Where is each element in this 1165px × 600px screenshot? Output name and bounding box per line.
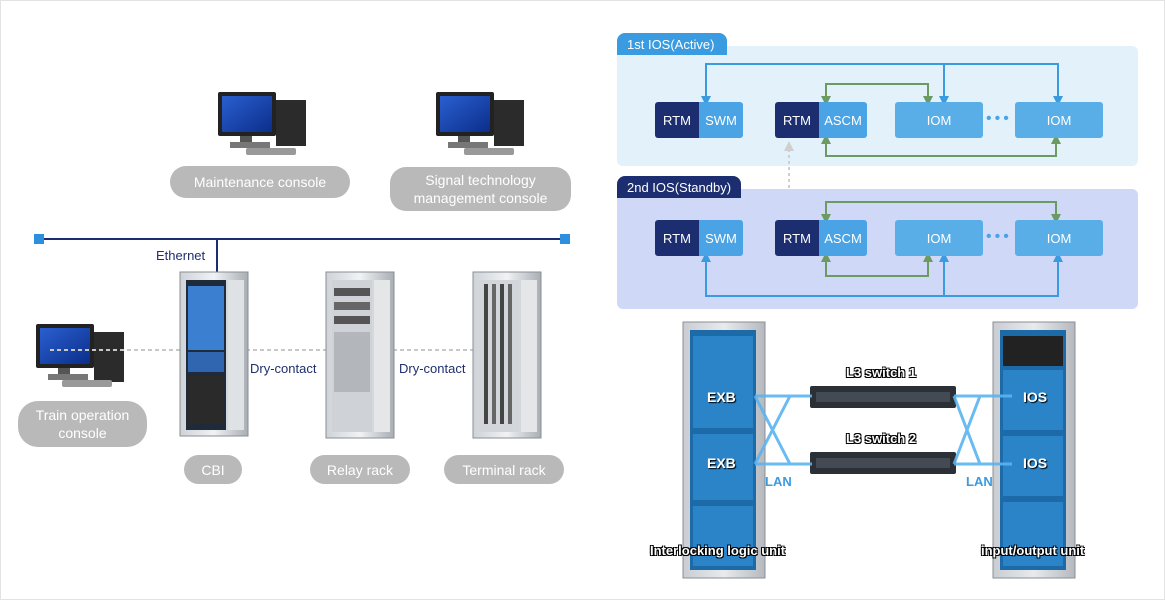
- ios-active-tab: 1st IOS(Active): [617, 33, 727, 55]
- active-rtm-ascm-module: RTM ASCM: [775, 102, 867, 138]
- ios-standby-tab: 2nd IOS(Standby): [617, 176, 741, 198]
- standby-iom-1: IOM: [895, 220, 983, 256]
- l3-switch-1-label: L3 switch 1: [846, 365, 917, 380]
- active-arrows: [701, 63, 1063, 157]
- active-rtm-1: RTM: [655, 102, 699, 138]
- io-rack-photo: [992, 321, 1076, 579]
- l3-switch-2-label: L3 switch 2: [846, 431, 917, 446]
- io-unit-label: input/output unit: [981, 543, 1085, 558]
- active-iom-2: IOM: [1015, 102, 1103, 138]
- standby-rtm-1: RTM: [655, 220, 699, 256]
- cbi-label: CBI: [184, 455, 242, 484]
- terminal-rack-label: Terminal rack: [444, 455, 564, 484]
- maintenance-computer-icon: [218, 92, 306, 155]
- ios-label-2: IOS: [1023, 455, 1048, 471]
- active-swm: SWM: [699, 102, 743, 138]
- train-console-label: Train operation console: [18, 401, 147, 447]
- terminal-rack-icon: [472, 271, 542, 439]
- exb-label-2: EXB: [707, 455, 736, 471]
- active-ellipsis: •••: [986, 110, 1012, 127]
- standby-ellipsis: •••: [986, 228, 1012, 245]
- lan-label-right: LAN: [966, 474, 993, 489]
- ios-label-1: IOS: [1023, 389, 1048, 405]
- active-rtm-2: RTM: [775, 102, 819, 138]
- l3-switch-1-photo: [810, 386, 956, 408]
- train-computer-icon: [36, 324, 124, 387]
- lan-label-left: LAN: [765, 474, 792, 489]
- ethernet-endpoint-left: [34, 234, 44, 244]
- standby-ascm: ASCM: [819, 220, 867, 256]
- standby-rtm-2: RTM: [775, 220, 819, 256]
- interlocking-logic-unit-label: Interlocking logic unit: [650, 543, 786, 558]
- standby-rtm-ascm-module: RTM ASCM: [775, 220, 867, 256]
- relay-rack-icon: [325, 271, 395, 439]
- lan-links: [753, 394, 1012, 466]
- cbi-rack-icon: [179, 271, 249, 437]
- standby-swm: SWM: [699, 220, 743, 256]
- maintenance-console-label: Maintenance console: [170, 166, 350, 198]
- standby-iom-2: IOM: [1015, 220, 1103, 256]
- active-ascm: ASCM: [819, 102, 867, 138]
- standby-rtm-swm-module: RTM SWM: [655, 220, 743, 256]
- relay-rack-label: Relay rack: [310, 455, 410, 484]
- signal-computer-icon: [436, 92, 524, 155]
- interlocking-rack-photo: [682, 321, 766, 579]
- dry-contact-label-1: Dry-contact: [250, 361, 317, 376]
- l3-switch-2-photo: [810, 452, 956, 474]
- ethernet-label: Ethernet: [156, 248, 206, 263]
- dry-contact-label-2: Dry-contact: [399, 361, 466, 376]
- active-iom-1: IOM: [895, 102, 983, 138]
- exb-label-1: EXB: [707, 389, 736, 405]
- signal-console-label: Signal technology management console: [390, 167, 571, 211]
- ethernet-endpoint-right: [560, 234, 570, 244]
- active-rtm-swm-module: RTM SWM: [655, 102, 743, 138]
- standby-arrows: [701, 201, 1063, 297]
